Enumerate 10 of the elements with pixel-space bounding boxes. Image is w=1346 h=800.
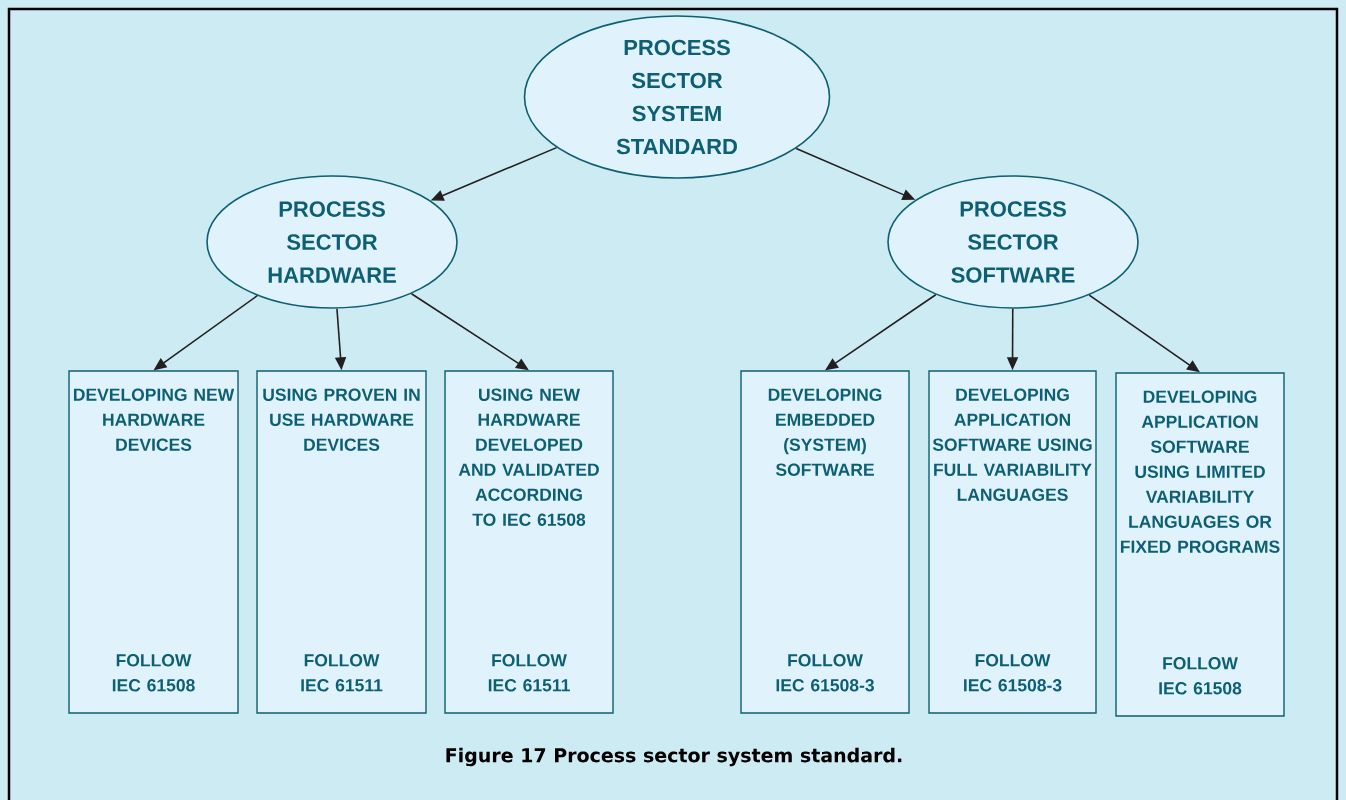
text-box: DEVELOPING EMBEDDED (SYSTEM) SOFTWARE FOLLOW IEC 61508-3 (740, 370, 910, 714)
figure-caption: Figure 17 Process sector system standard. (446, 747, 902, 767)
ellipse-node: PROCESS SECTOR SOFTWARE (887, 175, 1139, 309)
text-box: DEVELOPING NEW HARDWARE DEVICES FOLLOW IEC 61508 (68, 370, 239, 714)
text-box: USING PROVEN IN USE HARDWARE DEVICES FOLLOW IEC 61511 (256, 370, 427, 714)
text-box: DEVELOPING APPLICATION SOFTWARE USING LIMITED VARIABILITY LANGUAGES OR FIXED PROGRAMS FOLLOW IEC 61508 (1115, 372, 1285, 717)
ellipse-node: PROCESS SECTOR SYSTEM STANDARD (523, 15, 831, 179)
ellipse-node: PROCESS SECTOR HARDWARE (206, 175, 458, 309)
text-box: DEVELOPING APPLICATION SOFTWARE USING FULL VARIABILITY LANGUAGES FOLLOW IEC 61508-3 (928, 370, 1097, 714)
text-box: USING NEW HARDWARE DEVELOPED AND VALIDATED ACCORDING TO IEC 61508 FOLLOW IEC 61511 (444, 370, 614, 714)
